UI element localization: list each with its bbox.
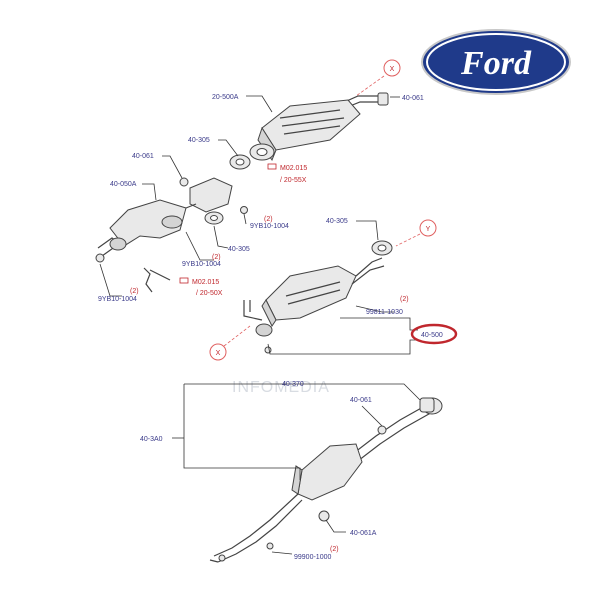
gasket-40-305-top (229, 143, 275, 170)
qty-badge-e: (2) (330, 546, 339, 553)
label-40-050a: 40-050A (110, 181, 137, 188)
ref-x-bottom-label: X (216, 350, 221, 357)
label-40-061a: 40-061A (350, 530, 377, 537)
ref-marker-x-bottom: X (209, 343, 227, 361)
watermark: INFOMEDIA (232, 379, 330, 396)
gasket-40-305-mid (204, 206, 248, 225)
reference-pointers (223, 75, 421, 347)
label-40-370: 40-370 (282, 381, 304, 388)
qty-badge-c: (2) (130, 288, 139, 295)
label-m02-015-a: M02.015 (280, 165, 307, 172)
highlighted-part-40-500: 40-500 (410, 323, 458, 345)
leader-lines (99, 95, 421, 555)
label-40-061-top: 40-061 (402, 95, 424, 102)
hanger-clip (143, 267, 171, 293)
qty-badge-a: (2) (264, 216, 273, 223)
gasket-40-305-right (371, 240, 393, 256)
front-pipe-40-050a (95, 177, 233, 263)
label-40-3a0: 40-3A0 (140, 436, 163, 443)
label-40-305-mid: 40-305 (228, 246, 250, 253)
label-40-305-top: 40-305 (188, 137, 210, 144)
label-40-061-left: 40-061 (132, 153, 154, 160)
label-9yb10-1004-a: 9YB10-1004 (250, 223, 289, 230)
label-40-500: 40-500 (421, 332, 443, 339)
ref-marker-x-top: X (383, 59, 401, 77)
ref-y-label: Y (426, 226, 431, 233)
qty-badge-b: (2) (212, 254, 221, 261)
label-m02-015-b: M02.015 (192, 279, 219, 286)
label-20-500a: 20-500A (212, 94, 239, 101)
center-muffler-40-500 (243, 257, 385, 354)
rear-muffler-40-3a0 (209, 397, 443, 563)
ford-logo-text: Ford (460, 45, 532, 82)
ref-x-top-label: X (390, 66, 395, 73)
label-99900-1000: 99900-1000 (294, 554, 331, 561)
label-99811-1030: 99811-1030 (366, 309, 403, 316)
label-9yb10-1004-c: 9YB10-1004 (98, 296, 137, 303)
notice-icon-b (179, 277, 189, 284)
label-40-305-right: 40-305 (326, 218, 348, 225)
qty-badge-d: (2) (400, 296, 409, 303)
ford-logo: Ford (421, 29, 571, 95)
label-40-061-low: 40-061 (350, 397, 372, 404)
label-m02-015-a-ref: / 20-55X (280, 177, 307, 184)
label-9yb10-1004-b: 9YB10-1004 (182, 261, 221, 268)
ref-marker-y: Y (419, 219, 437, 237)
catalytic-converter-20-500a (257, 92, 389, 162)
label-m02-015-b-ref: / 20-50X (196, 290, 223, 297)
notice-icon-a (267, 163, 277, 170)
